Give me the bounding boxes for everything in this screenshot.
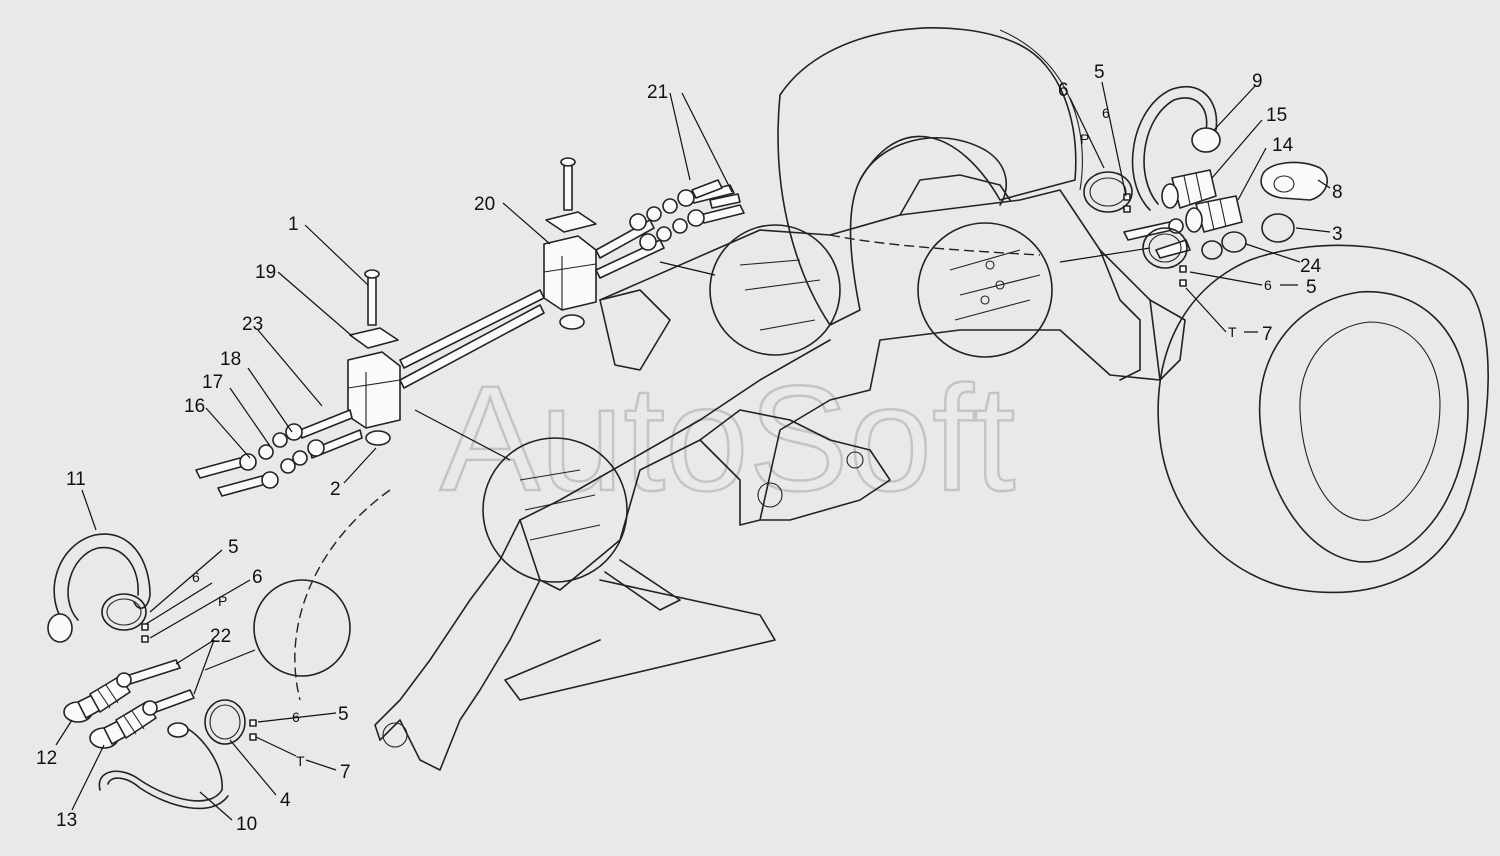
dust-cap-11 bbox=[47, 533, 151, 643]
ring-right-top bbox=[1083, 171, 1133, 213]
callout-21: 21 bbox=[647, 82, 668, 103]
coupling-14 bbox=[1185, 195, 1243, 233]
callout-7-b: 7 bbox=[1262, 324, 1273, 345]
watermark: AutoSoft bbox=[440, 354, 1015, 522]
label-p-a: P bbox=[218, 593, 227, 609]
callout-6-d: 6 bbox=[1102, 105, 1110, 121]
coupling-15 bbox=[1161, 169, 1217, 209]
ring-left-top bbox=[101, 593, 149, 643]
callout-5-d: 5 bbox=[1306, 277, 1317, 298]
wheel-rear-right bbox=[1157, 244, 1489, 594]
label-t-a: T bbox=[296, 753, 305, 769]
leader-lines bbox=[55, 81, 1331, 821]
callout-14: 14 bbox=[1272, 135, 1294, 156]
callout-7-a: 7 bbox=[340, 762, 351, 783]
callout-labels: 1 19 23 18 17 16 2 20 21 11 5 6 P 6 22 1… bbox=[36, 62, 1343, 835]
callout-2: 2 bbox=[330, 479, 341, 500]
dust-cap-10 bbox=[98, 722, 229, 810]
ring-right-bottom bbox=[1142, 227, 1188, 287]
callout-17: 17 bbox=[202, 372, 223, 393]
callout-20: 20 bbox=[474, 194, 495, 215]
detail-circle-top bbox=[709, 224, 841, 356]
callout-10: 10 bbox=[236, 814, 257, 835]
wheel-rear-left bbox=[777, 27, 1083, 326]
callout-6-a: 6 bbox=[192, 569, 200, 585]
trailer-frame bbox=[294, 174, 1186, 771]
callout-6-b: 6 bbox=[252, 567, 263, 588]
dust-cap-9 bbox=[1131, 85, 1221, 211]
fittings-left bbox=[195, 423, 325, 497]
callout-4: 4 bbox=[280, 790, 291, 811]
bolts-21 bbox=[691, 179, 741, 209]
callout-6-f: 6 bbox=[1264, 277, 1272, 293]
callout-3: 3 bbox=[1332, 224, 1343, 245]
label-p-b: P bbox=[1080, 131, 1089, 147]
adapters-22 bbox=[116, 659, 195, 716]
label-t-b: T bbox=[1228, 324, 1237, 340]
callout-23: 23 bbox=[242, 314, 263, 335]
callout-5-c: 5 bbox=[1094, 62, 1105, 83]
clamp-assembly-right bbox=[543, 157, 597, 330]
callout-8: 8 bbox=[1332, 182, 1343, 203]
callout-11: 11 bbox=[66, 469, 86, 490]
callout-15: 15 bbox=[1266, 105, 1287, 126]
callout-6-c: 6 bbox=[292, 709, 300, 725]
callout-19: 19 bbox=[255, 262, 276, 283]
ring-left-bottom bbox=[204, 699, 257, 745]
seals-3-24 bbox=[1201, 213, 1295, 260]
callout-12: 12 bbox=[36, 748, 57, 769]
callout-18: 18 bbox=[220, 349, 241, 370]
callout-13: 13 bbox=[56, 810, 77, 831]
detail-circle-right bbox=[917, 222, 1053, 358]
callout-24: 24 bbox=[1300, 256, 1322, 277]
clamp-assembly-left bbox=[347, 269, 401, 446]
callout-16: 16 bbox=[184, 396, 205, 417]
callout-9: 9 bbox=[1252, 71, 1263, 92]
callout-6-e: 6 bbox=[1058, 80, 1069, 101]
callout-5-a: 5 bbox=[228, 537, 239, 558]
callout-1: 1 bbox=[288, 214, 299, 235]
detail-circle-middle bbox=[482, 437, 628, 583]
fittings-right bbox=[629, 184, 745, 251]
callout-5-b: 5 bbox=[338, 704, 349, 725]
cap-8 bbox=[1260, 161, 1329, 201]
callout-22: 22 bbox=[210, 626, 231, 647]
detail-circle-left bbox=[253, 579, 351, 677]
hydraulic-tubes bbox=[299, 219, 665, 459]
